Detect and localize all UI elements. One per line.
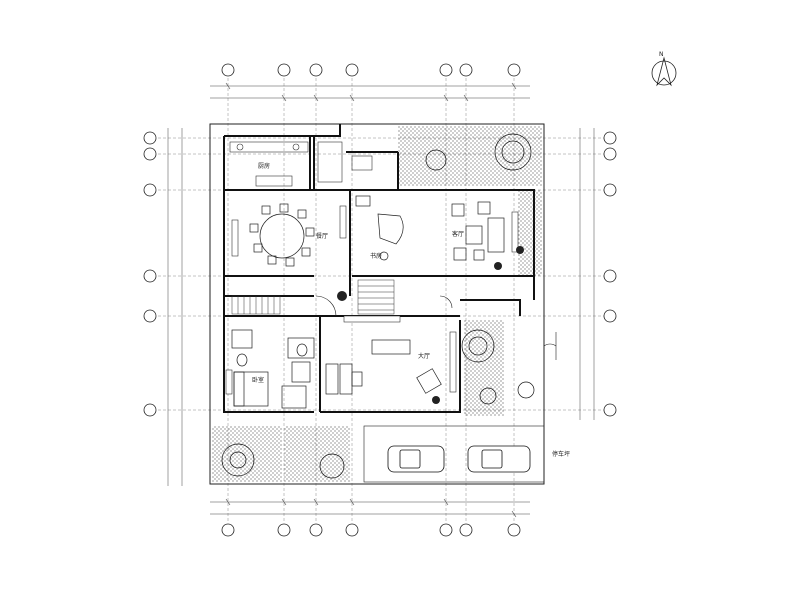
axis-bubbles-left <box>143 131 157 417</box>
north-arrow: N <box>651 51 677 87</box>
yard-paving <box>212 126 542 482</box>
dimension-ticks <box>225 82 517 518</box>
room-label-dining: 餐厅 <box>316 232 328 240</box>
kitchen-counters <box>229 141 373 187</box>
room-label-bedroom: 卧室 <box>252 376 264 384</box>
plants <box>337 246 524 404</box>
study-furniture <box>355 195 404 261</box>
room-label-parking: 停车坪 <box>552 450 570 458</box>
cars <box>387 445 531 473</box>
bathroom-fixtures <box>231 329 315 383</box>
dimension-lines <box>167 85 595 515</box>
hall-furniture <box>325 339 442 395</box>
north-label: N <box>659 51 664 58</box>
room-label-hall: 大厅 <box>418 352 430 360</box>
room-label-living: 客厅 <box>452 230 464 238</box>
room-label-study: 书房 <box>370 252 382 260</box>
bedroom-bed <box>233 371 307 409</box>
site-boundary <box>209 123 545 485</box>
staircase <box>231 279 395 315</box>
dining-table <box>249 203 315 267</box>
door-swings <box>315 295 557 360</box>
axis-bubbles-right <box>603 131 617 417</box>
parking-pad <box>363 425 545 483</box>
axis-bubbles-top <box>221 63 521 77</box>
windows <box>225 205 519 395</box>
trees <box>221 133 535 479</box>
room-label-kitchen: 厨房 <box>258 162 270 170</box>
axis-bubbles-bottom <box>221 523 521 537</box>
living-furniture <box>451 201 505 261</box>
